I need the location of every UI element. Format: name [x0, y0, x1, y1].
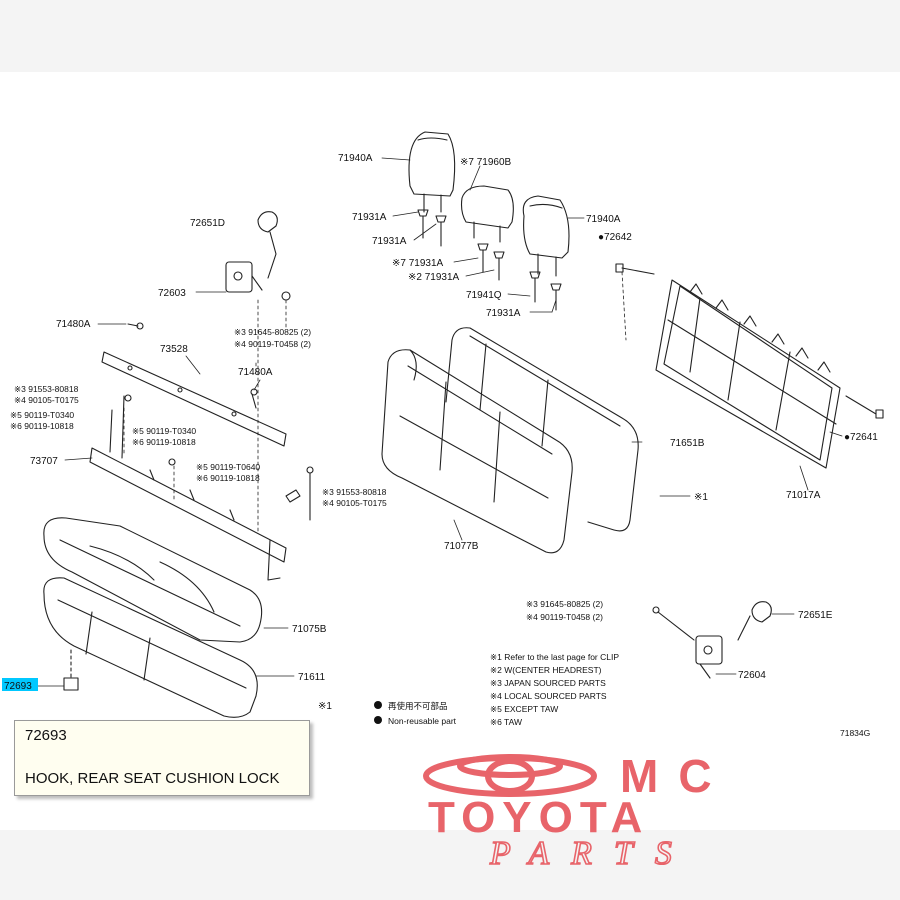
legend-dot-1	[374, 701, 382, 709]
note-5: ※5 EXCEPT TAW	[490, 704, 558, 714]
callout-71611[interactable]: 71611	[298, 672, 326, 683]
callout-72603[interactable]: 72603	[158, 288, 186, 299]
footnotes: ※1 Refer to the last page for CLIP ※2 W(…	[490, 652, 619, 727]
callout-71960b[interactable]: ※7 71960B	[460, 157, 512, 168]
headrest-right[interactable]	[522, 195, 570, 277]
callout-71480a-left[interactable]: 71480A	[56, 319, 91, 330]
callout-73707[interactable]: 73707	[30, 456, 58, 467]
callout-90119-mid-1[interactable]: ※5 90119-T0340	[132, 426, 196, 436]
callout-71931a-1[interactable]: 71931A	[352, 212, 387, 223]
callout-73528[interactable]: 73528	[160, 344, 188, 355]
callout-72604[interactable]: 72604	[738, 670, 766, 681]
headrest-supports[interactable]	[417, 209, 562, 311]
headrest-left[interactable]	[408, 131, 456, 213]
hook-72693[interactable]	[63, 649, 79, 691]
callout-71931a-4[interactable]: ※2 71931A	[408, 272, 460, 283]
callout-90119-left-1[interactable]: ※5 90119-T0340	[10, 410, 74, 420]
callout-71075b[interactable]: 71075B	[292, 624, 327, 635]
callout-71480a-mid[interactable]: 71480A	[238, 367, 273, 378]
small-bolts[interactable]	[124, 394, 314, 521]
frame-bolt-right[interactable]	[845, 395, 884, 419]
brand-line-parts: PARTS	[489, 835, 694, 872]
callout-90119-bottom[interactable]: ※4 90119-T0458 (2)	[526, 612, 603, 622]
callout-91645-bottom[interactable]: ※3 91645-80825 (2)	[526, 599, 603, 609]
lock-strap-72651e[interactable]	[737, 601, 772, 641]
note-1: ※1 Refer to the last page for CLIP	[490, 652, 619, 662]
brand-top-letters: MC	[620, 752, 732, 802]
callout-72693[interactable]: 72693	[4, 681, 32, 692]
leader-lines	[37, 157, 843, 687]
callout-71651b[interactable]: 71651B	[670, 438, 705, 449]
seatback-front-cover[interactable]	[381, 349, 573, 554]
callout-71941q[interactable]: 71941Q	[466, 290, 502, 301]
callout-star1-bottom[interactable]: ※1	[318, 701, 332, 712]
seat-frame-bar-73528[interactable]	[101, 351, 287, 447]
top-band	[0, 0, 900, 72]
callout-90119-top[interactable]: ※4 90119-T0458 (2)	[234, 339, 311, 349]
callout-91553-left[interactable]: ※3 91553-80818	[14, 384, 79, 394]
callout-72651e[interactable]: 72651E	[798, 610, 833, 621]
tooltip-part-number: 72693	[25, 727, 67, 744]
diagram-id: 71834G	[840, 728, 870, 738]
bottom-band	[0, 830, 900, 900]
frame-bolt-top[interactable]	[615, 263, 655, 275]
callout-90119-mid-3[interactable]: ※5 90119-T0640	[196, 462, 260, 472]
seat-frame-73707[interactable]	[89, 395, 287, 581]
callout-90119-left-2[interactable]: ※6 90119-10818	[10, 421, 74, 431]
callout-91553-right[interactable]: ※3 91553-80818	[322, 487, 387, 497]
note-3: ※3 JAPAN SOURCED PARTS	[490, 678, 606, 688]
note-2: ※2 W(CENTER HEADREST)	[490, 665, 602, 675]
legend-dot-2	[374, 716, 382, 724]
headrest-center[interactable]	[460, 185, 514, 243]
lock-strap-72651d[interactable]	[257, 211, 278, 279]
seatback-frame[interactable]	[655, 279, 841, 469]
callout-72641[interactable]: ●72641	[844, 432, 878, 443]
hook-71480a[interactable]	[127, 322, 258, 409]
callout-90119-mid-4[interactable]: ※6 90119-10818	[196, 473, 260, 483]
part-tooltip: 72693 HOOK, REAR SEAT CUSHION LOCK	[14, 720, 310, 796]
tooltip-description: HOOK, REAR SEAT CUSHION LOCK	[25, 770, 280, 787]
callout-72651d[interactable]: 72651D	[190, 218, 225, 229]
callout-90105-left[interactable]: ※4 90105-T0175	[14, 395, 79, 405]
callout-72642[interactable]: ●72642	[598, 232, 632, 243]
legend-text-1: 再使用不可部品	[388, 701, 448, 711]
lock-assembly-72603[interactable]	[225, 261, 291, 301]
callout-71931a-3[interactable]: ※7 71931A	[392, 258, 444, 269]
callout-71017a[interactable]: 71017A	[786, 490, 821, 501]
legend-text-2: Non-reusable part	[388, 716, 457, 726]
callout-71077b[interactable]: 71077B	[444, 541, 479, 552]
seat-cushion-71611[interactable]	[43, 577, 258, 718]
callout-star1[interactable]: ※1	[694, 492, 708, 503]
seat-cushion-71075b[interactable]	[43, 517, 263, 643]
lock-assembly-72604[interactable]	[652, 606, 723, 679]
callout-71931a-5[interactable]: 71931A	[486, 308, 521, 319]
callout-90119-mid-2[interactable]: ※6 90119-10818	[132, 437, 196, 447]
note-6: ※6 TAW	[490, 717, 522, 727]
callout-71931a-2[interactable]: 71931A	[372, 236, 407, 247]
callout-labels: 71940A ※7 71960B 72651D 71931A 71931A 71…	[2, 153, 878, 712]
callout-90105-right[interactable]: ※4 90105-T0175	[322, 498, 387, 508]
brand-line-toyota: TOYOTA	[428, 793, 649, 842]
brand-watermark: MC TOYOTA PARTS	[423, 752, 732, 872]
callout-72693-highlight	[2, 678, 38, 691]
toyota-emblem-icon	[423, 754, 597, 797]
callout-91645-top[interactable]: ※3 91645-80825 (2)	[234, 327, 311, 337]
note-4: ※4 LOCAL SOURCED PARTS	[490, 691, 607, 701]
seatback-rear-cover[interactable]	[445, 327, 639, 532]
callout-71940a-top[interactable]: 71940A	[338, 153, 373, 164]
callout-71940a-right[interactable]: 71940A	[586, 214, 621, 225]
